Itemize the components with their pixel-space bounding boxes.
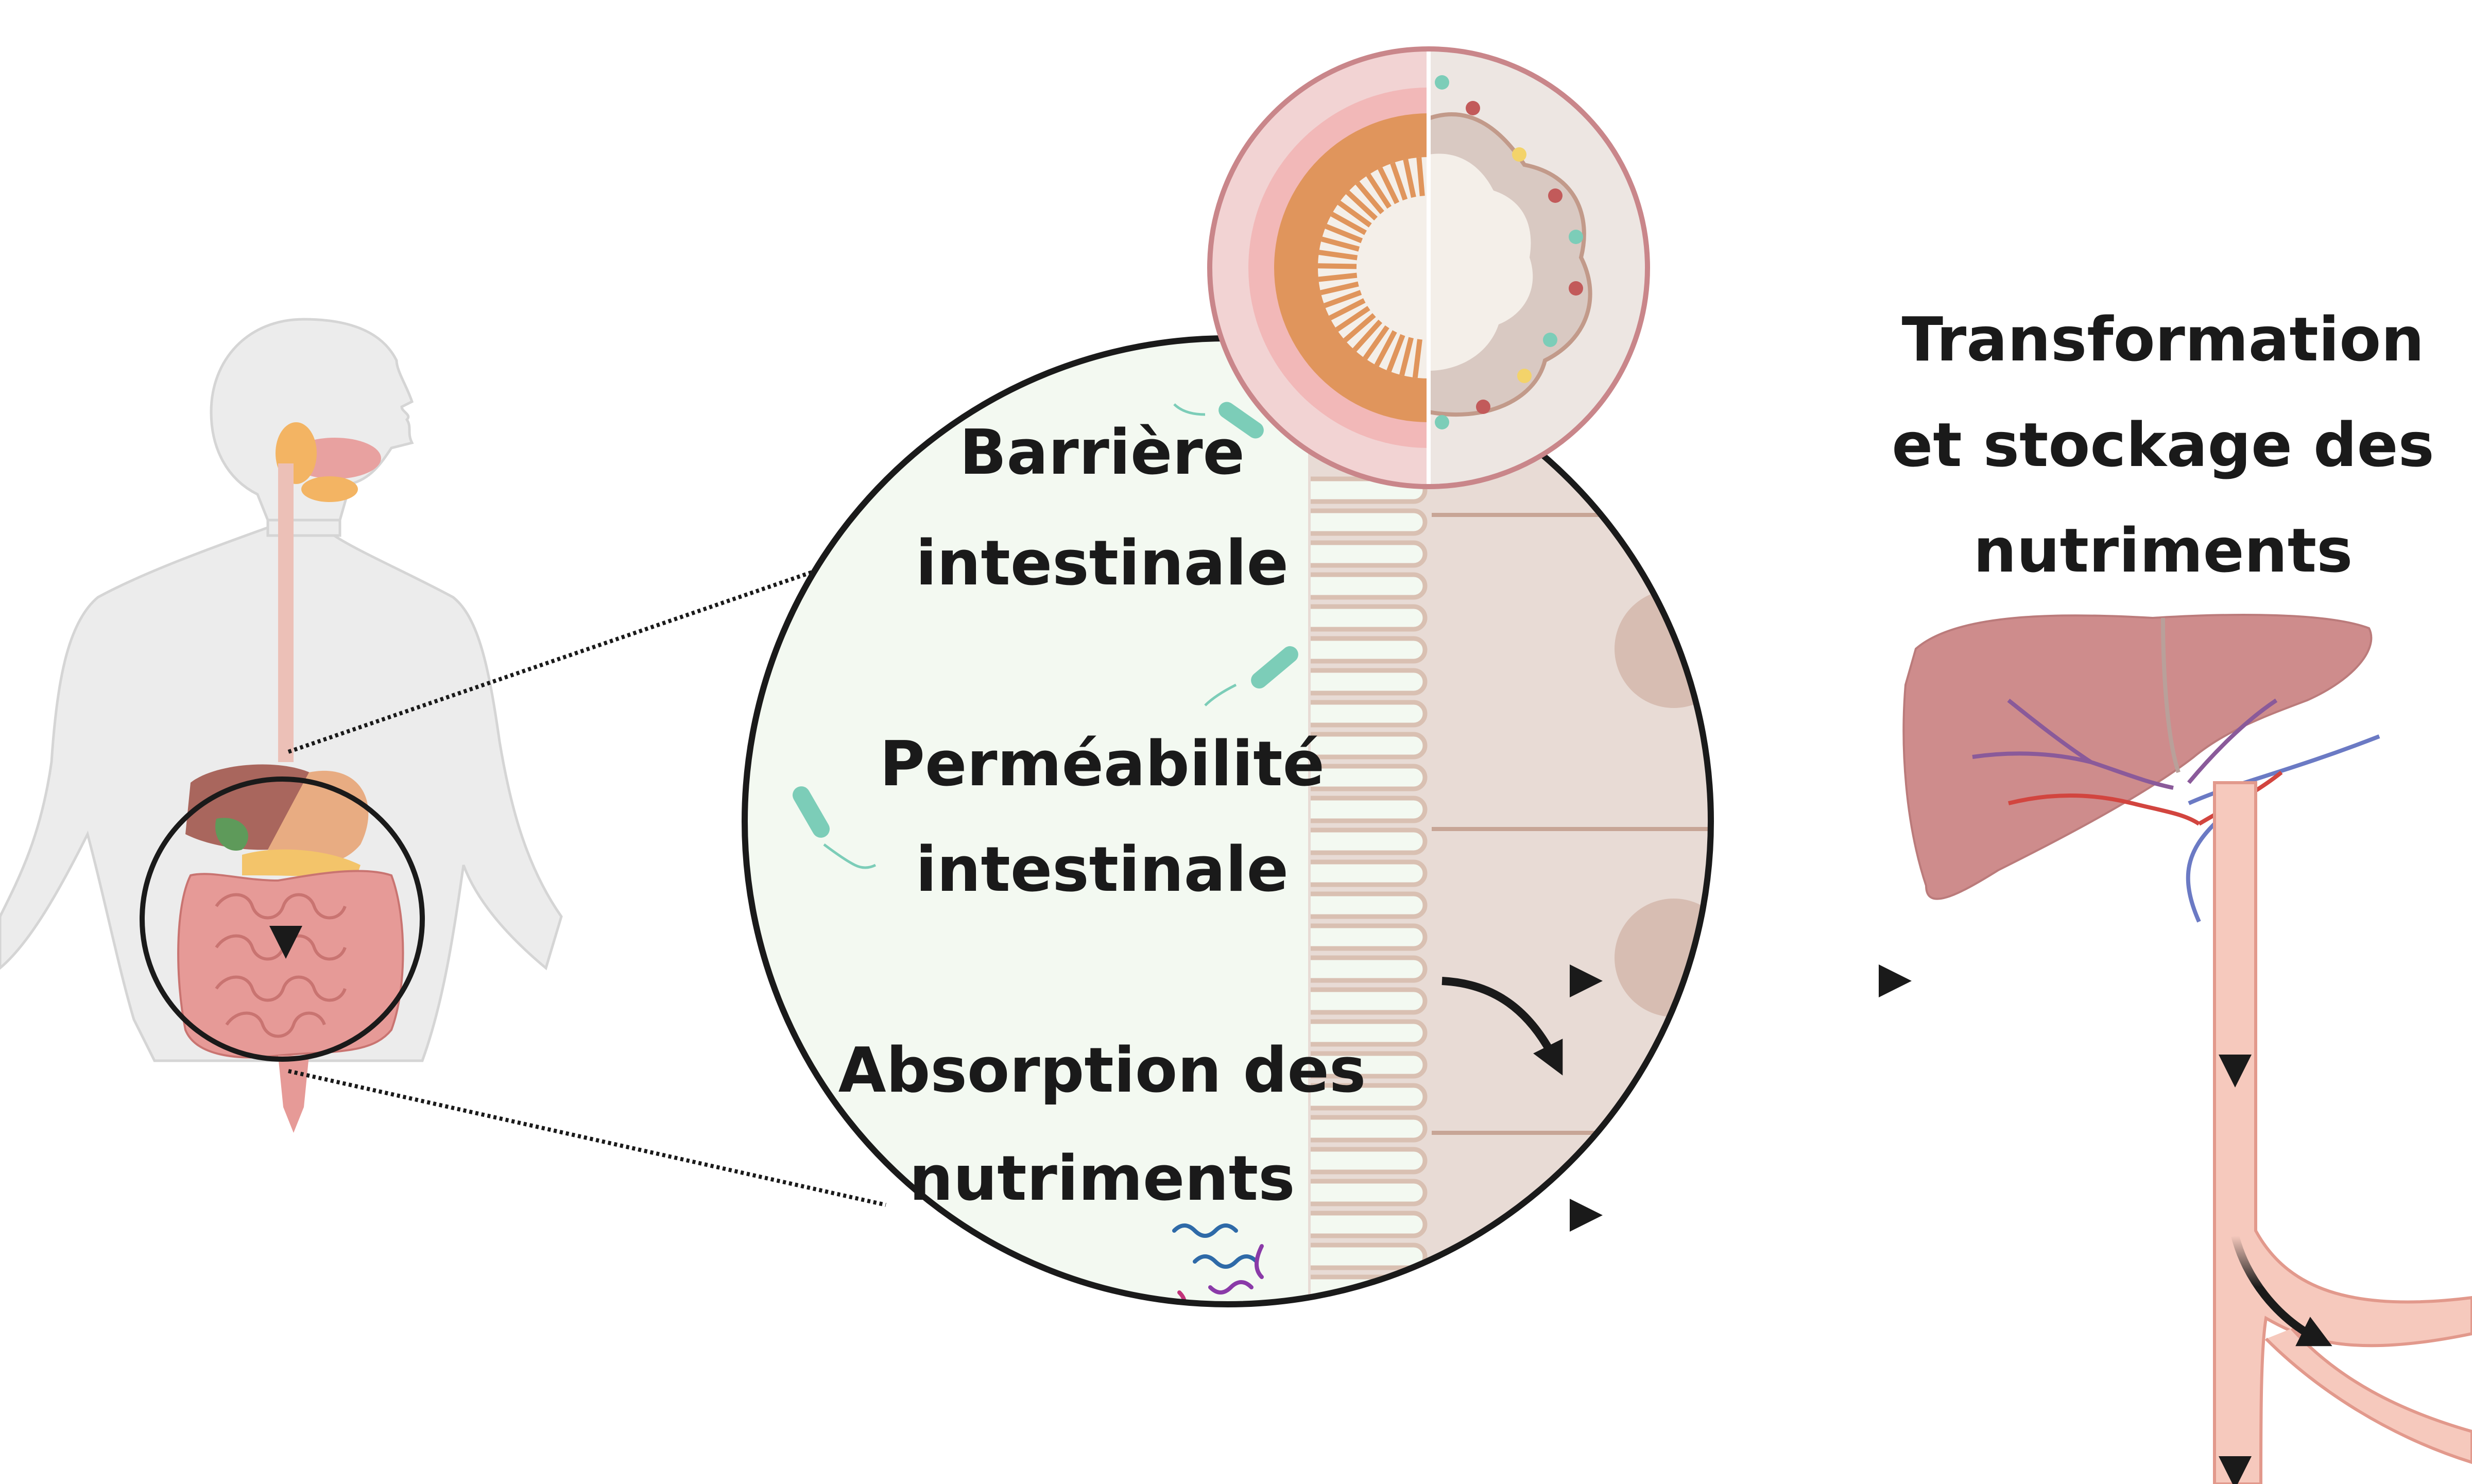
- vessel-arrow-branch: [2231, 1235, 2332, 1347]
- microvillus: [1311, 859, 1428, 887]
- microvillus: [1311, 1147, 1428, 1175]
- microvillus: [1311, 636, 1428, 664]
- microvillus: [1311, 1309, 1425, 1332]
- zoom-line-bottom: [288, 1069, 886, 1207]
- mucosal-fold: [1412, 339, 1422, 378]
- mucosal-fold: [1321, 236, 1360, 252]
- absorption-label-line2: nutriments: [909, 1143, 1295, 1215]
- salivary-gland-2: [301, 476, 358, 502]
- mucosal-fold: [1366, 173, 1392, 209]
- microvillus: [1311, 668, 1428, 696]
- microvillus: [1311, 540, 1428, 568]
- transformation-label-line1: Transformation: [1902, 304, 2425, 375]
- microvillus: [1311, 572, 1428, 600]
- transformation-label-line2: et stockage des: [1892, 409, 2434, 480]
- mucosal-fold: [1355, 181, 1384, 214]
- absorption-label-line1: Absorption des: [838, 1035, 1366, 1107]
- mucosal-fold: [1337, 200, 1372, 228]
- mucosal-fold: [1320, 281, 1359, 296]
- microvillus: [1311, 764, 1428, 791]
- microvillus: [1311, 923, 1428, 951]
- mucosal-fold: [1363, 325, 1389, 360]
- blood-vessel-icon: [2213, 781, 2472, 1484]
- barrier-label-line2: intestinale: [916, 528, 1289, 599]
- microvillus: [1311, 732, 1428, 760]
- liver-icon: [1902, 614, 2380, 923]
- microvillus: [1311, 796, 1428, 823]
- microvilli: [1311, 476, 1428, 1332]
- mucosal-fold: [1325, 223, 1363, 244]
- intestinal-wall-zoom: Barrière intestinale Perméabilité intest…: [742, 335, 1912, 1332]
- microvillus: [1311, 700, 1428, 728]
- mucosal-fold: [1386, 334, 1405, 372]
- transformation-label-line3: nutriments: [1973, 515, 2353, 586]
- mucosal-fold: [1416, 157, 1425, 196]
- mucosal-fold: [1399, 337, 1414, 376]
- mucosal-fold: [1330, 212, 1367, 235]
- mucosal-fold: [1403, 159, 1416, 198]
- bacteria-icon: [793, 402, 1298, 869]
- mucosal-fold: [1329, 298, 1366, 321]
- rectum: [278, 1056, 309, 1133]
- barrier-label-line1: Barrière: [959, 417, 1245, 489]
- microvillus: [1311, 1115, 1428, 1143]
- microvillus: [1311, 891, 1428, 919]
- mucosal-fold: [1318, 250, 1358, 261]
- mucosal-fold: [1378, 167, 1400, 204]
- permeability-label-line2: intestinale: [916, 834, 1289, 906]
- mucosal-fold: [1318, 272, 1358, 282]
- microvillus: [1311, 1051, 1428, 1079]
- mucosal-fold: [1343, 313, 1376, 342]
- microvillus: [1311, 1019, 1428, 1047]
- human-body-icon: [0, 318, 563, 1133]
- microvillus: [1311, 827, 1428, 855]
- absorption-arrow-curve: [1441, 977, 1563, 1076]
- microvillus: [1311, 1243, 1428, 1270]
- mucosal-fold: [1324, 290, 1362, 308]
- mucosal-fold: [1374, 330, 1397, 367]
- permeability-label-line1: Perméabilité: [880, 729, 1325, 800]
- mucosal-fold: [1390, 162, 1408, 201]
- microvillus: [1311, 987, 1428, 1015]
- mucosal-fold: [1335, 306, 1370, 332]
- microvillus: [1311, 604, 1428, 632]
- cell-nucleus: [1615, 590, 1711, 708]
- microvillus: [1311, 1083, 1428, 1111]
- intestine-cross-section-icon: [1207, 46, 1650, 489]
- mucosal-fold: [1352, 319, 1383, 352]
- microvillus: [1311, 1179, 1428, 1206]
- mucosal-fold: [1346, 190, 1378, 221]
- microvillus: [1311, 508, 1428, 536]
- gallbladder: [215, 818, 248, 851]
- epithelial-cells: [1435, 75, 1583, 429]
